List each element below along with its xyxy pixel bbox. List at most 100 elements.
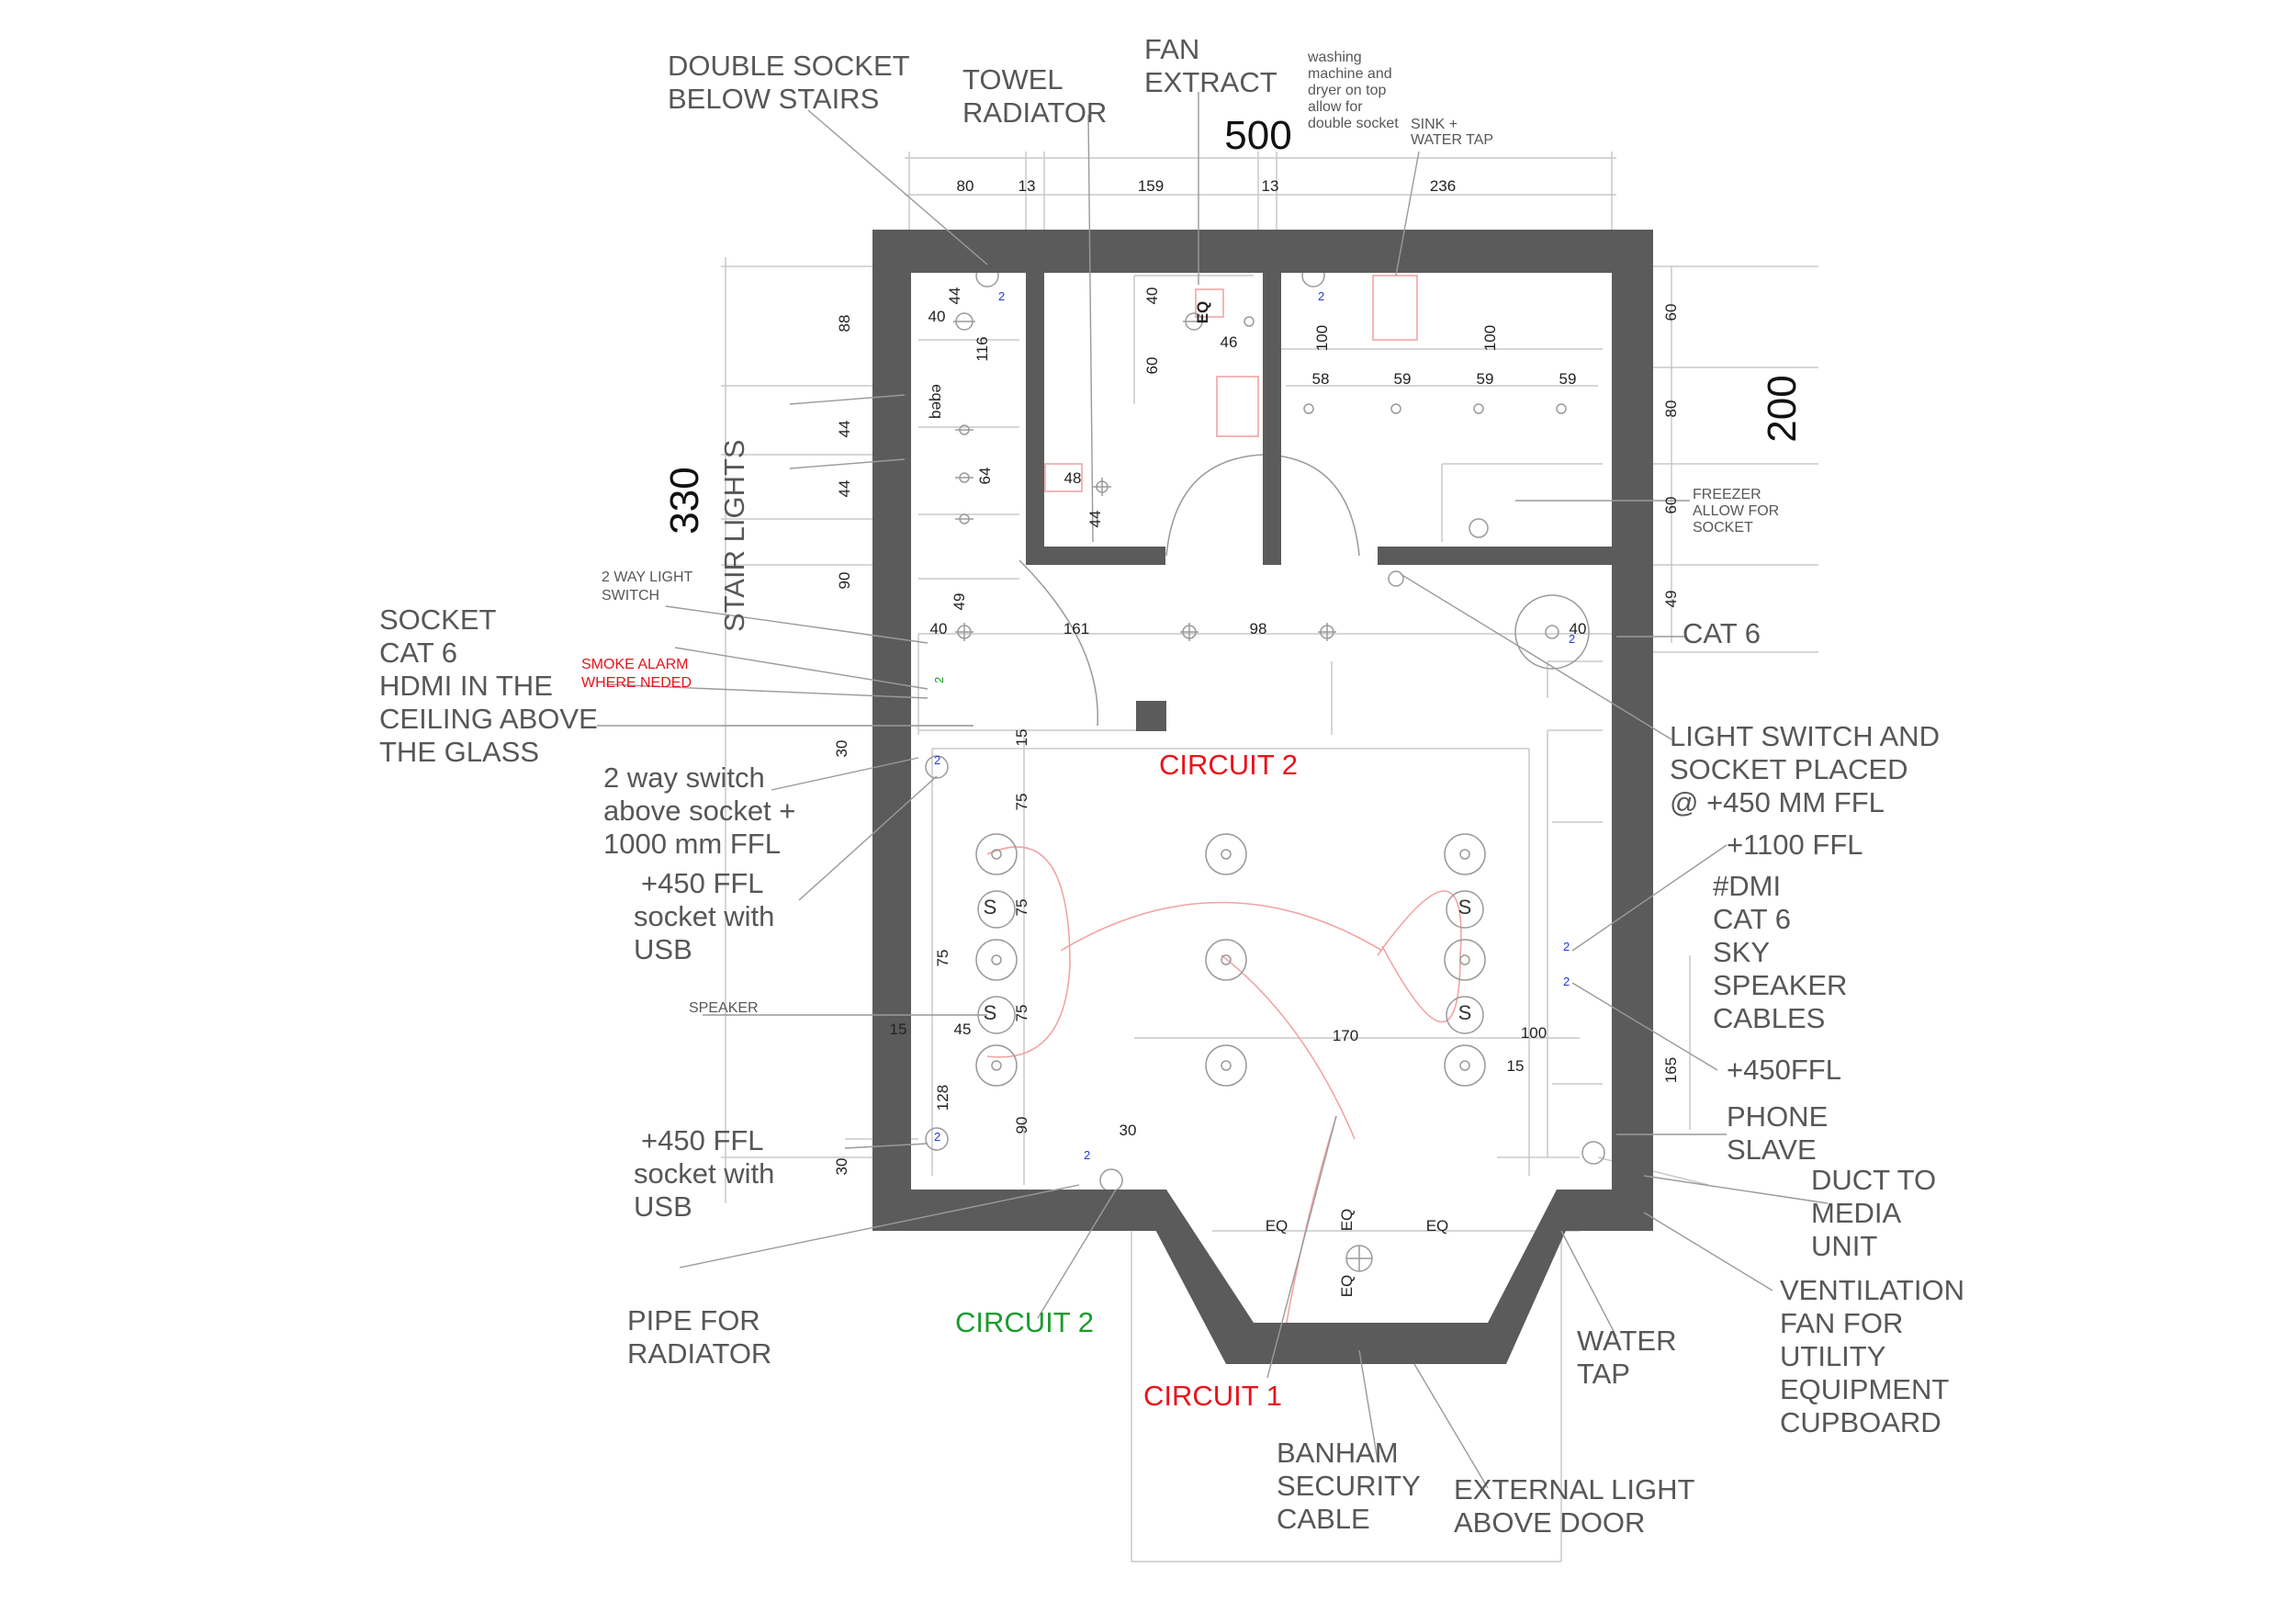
inner-dim: 40 xyxy=(930,620,948,637)
svg-text:SOCKET PLACED: SOCKET PLACED xyxy=(1670,753,1908,785)
svg-text:above socket +: above socket + xyxy=(603,795,795,827)
inner-dim: 45 xyxy=(954,1021,972,1038)
label-double-socket: DOUBLE SOCKET BELOW STAIRS xyxy=(668,50,910,115)
svg-text:allow for: allow for xyxy=(1308,99,1363,115)
inner-dim: 44 xyxy=(946,288,963,305)
svg-text:socket with: socket with xyxy=(634,900,774,932)
inner-dim: 46 xyxy=(1221,333,1238,351)
inner-dim: 100 xyxy=(1521,1024,1547,1042)
label-pipe-radiator: PIPE FOR RADIATOR xyxy=(627,1304,771,1370)
label-two-way-light: 2 WAY LIGHT SWITCH xyxy=(602,570,693,603)
inner-dim: 60 xyxy=(1143,357,1161,375)
label-socket-usb-a: +450 FFL socket with USB xyxy=(634,867,774,965)
label-circuit-1: CIRCUIT 1 xyxy=(1143,1380,1282,1412)
svg-text:USB: USB xyxy=(634,1190,692,1223)
inner-dim: 116 xyxy=(974,336,991,361)
label-sink-note: SINK + WATER TAP xyxy=(1411,117,1493,148)
inner-dim: 75 xyxy=(1013,899,1030,917)
left-dim: 44 xyxy=(836,421,853,438)
label-socket-cat6: SOCKET CAT 6 HDMI IN THE CEILING ABOVE T… xyxy=(379,603,598,768)
label-circuit-2-bottom: CIRCUIT 2 xyxy=(955,1306,1094,1338)
inner-dim: 15 xyxy=(1013,729,1030,747)
svg-text:BELOW STAIRS: BELOW STAIRS xyxy=(668,83,879,115)
speaker-mark: S xyxy=(984,896,997,919)
inner-dim: 40 xyxy=(1143,288,1161,305)
svg-text:double socket: double socket xyxy=(1308,116,1399,131)
overall-depth-dim: 330 xyxy=(662,467,707,534)
inner-dim: 59 xyxy=(1394,370,1412,388)
inner-dim: 44 xyxy=(1086,511,1104,528)
svg-text:SPEAKER: SPEAKER xyxy=(1713,969,1847,1001)
svg-text:THE GLASS: THE GLASS xyxy=(379,736,539,768)
right-dim: 60 xyxy=(1662,497,1680,514)
inner-dim: 59 xyxy=(1477,370,1494,388)
svg-text:HDMI IN THE: HDMI IN THE xyxy=(379,670,553,702)
inner-dim: 40 xyxy=(929,308,946,325)
overall-width-dim: 500 xyxy=(1224,113,1291,158)
label-dmi: #DMI CAT 6 SKY SPEAKER CABLES xyxy=(1713,870,1847,1034)
socket-mark: 2 xyxy=(1563,975,1570,988)
label-two-way-switch: 2 way switch above socket + 1000 mm FFL xyxy=(603,761,795,860)
inner-dim: eqeq xyxy=(929,384,946,419)
top-dim: 13 xyxy=(1262,177,1279,195)
left-dimensions: 88 44 44 90 30 30 xyxy=(833,315,853,1176)
label-fan-extract: FAN EXTRACT xyxy=(1144,33,1277,98)
socket-mark: 2 xyxy=(934,1130,940,1144)
label-light-switch: LIGHT SWITCH AND SOCKET PLACED @ +450 MM… xyxy=(1670,720,1940,818)
right-dimensions: 60 80 60 49 165 xyxy=(1662,304,1680,1084)
inner-dim: 75 xyxy=(934,950,951,967)
svg-text:TAP: TAP xyxy=(1577,1358,1630,1390)
svg-text:CAT 6: CAT 6 xyxy=(1713,903,1791,935)
svg-text:FAN: FAN xyxy=(1144,33,1199,65)
svg-text:EXTRACT: EXTRACT xyxy=(1144,66,1277,98)
svg-text:+450 FFL: +450 FFL xyxy=(641,867,764,899)
top-dim: 159 xyxy=(1138,177,1164,195)
inner-dim: EQ xyxy=(1338,1209,1356,1232)
svg-text:CABLE: CABLE xyxy=(1277,1503,1370,1535)
svg-text:WATER: WATER xyxy=(1577,1325,1677,1357)
svg-text:SINK +: SINK + xyxy=(1411,117,1458,132)
svg-text:LIGHT SWITCH AND: LIGHT SWITCH AND xyxy=(1670,720,1940,752)
inner-dim: 58 xyxy=(1312,370,1330,388)
svg-text:socket with: socket with xyxy=(634,1157,774,1190)
socket-marks: 2 2 2 2 2 2 2 2 2 xyxy=(932,289,1575,1162)
svg-text:CEILING ABOVE: CEILING ABOVE xyxy=(379,703,598,735)
svg-text:FREEZER: FREEZER xyxy=(1693,487,1761,502)
svg-text:FAN FOR: FAN FOR xyxy=(1780,1307,1903,1339)
svg-text:DUCT TO: DUCT TO xyxy=(1811,1164,1936,1196)
svg-text:EQUIPMENT: EQUIPMENT xyxy=(1780,1373,1949,1405)
left-dim: 90 xyxy=(836,572,853,590)
svg-text:SOCKET: SOCKET xyxy=(1693,520,1753,536)
svg-text:SOCKET: SOCKET xyxy=(379,603,497,636)
label-ffl-450: +450FFL xyxy=(1727,1054,1841,1086)
right-dim: 49 xyxy=(1662,591,1680,608)
label-phone-slave: PHONE SLAVE xyxy=(1727,1100,1828,1166)
socket-mark: 2 xyxy=(1318,289,1324,303)
inner-dim: 170 xyxy=(1333,1027,1358,1044)
label-water-tap: WATER TAP xyxy=(1577,1325,1677,1390)
inner-dim: 100 xyxy=(1481,325,1499,351)
speaker-mark: S xyxy=(1458,1001,1472,1024)
svg-text:PIPE FOR: PIPE FOR xyxy=(627,1304,760,1336)
inner-dim: 15 xyxy=(890,1021,907,1038)
inner-dim: 30 xyxy=(1120,1122,1137,1139)
socket-mark: 2 xyxy=(998,289,1005,303)
svg-text:ALLOW FOR: ALLOW FOR xyxy=(1693,503,1779,519)
svg-text:machine and: machine and xyxy=(1308,66,1392,82)
svg-text:SLAVE: SLAVE xyxy=(1727,1133,1817,1166)
inner-dim: 59 xyxy=(1559,370,1577,388)
top-dim: 236 xyxy=(1430,177,1456,195)
label-washing-note: washing machine and dryer on top allow f… xyxy=(1307,50,1399,131)
inner-dim: EQ xyxy=(1266,1217,1289,1235)
socket-mark: 2 xyxy=(1084,1148,1090,1162)
inner-dim: 75 xyxy=(1013,794,1030,811)
inner-dim: EQ xyxy=(1426,1217,1449,1235)
svg-text:CUPBOARD: CUPBOARD xyxy=(1780,1406,1941,1438)
socket-mark: 2 xyxy=(1563,940,1570,953)
svg-text:CABLES: CABLES xyxy=(1713,1002,1825,1034)
svg-text:SWITCH: SWITCH xyxy=(602,588,659,603)
label-duct: DUCT TO MEDIA UNIT xyxy=(1811,1164,1936,1262)
left-dim: 30 xyxy=(833,740,850,758)
right-dim: 60 xyxy=(1662,304,1680,321)
right-depth-dim: 200 xyxy=(1760,375,1805,442)
